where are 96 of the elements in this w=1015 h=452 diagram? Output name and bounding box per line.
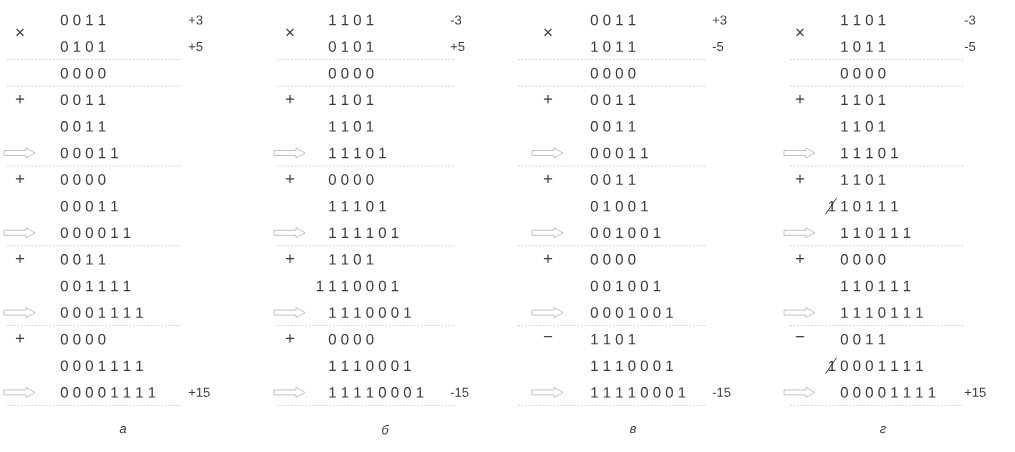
binary-number: 0 0 0 0 1 1	[60, 227, 131, 239]
binary-number: 0 0 1 1	[590, 94, 636, 106]
operation-sign: +	[15, 334, 25, 343]
operation-sign: +	[15, 94, 25, 104]
binary-number: 1 1 1 0 1	[841, 147, 898, 159]
operation-sign: +	[795, 174, 805, 183]
binary-number: 0 0 1 0 0 1	[590, 280, 661, 292]
binary-number: 0 0 1 1	[60, 94, 106, 106]
binary-number: 0 0 1 1	[590, 121, 636, 132]
binary-number: 1 1 0 1	[841, 94, 886, 106]
operation-sign: +	[15, 174, 25, 183]
binary-number: 0 0 0 0	[840, 254, 886, 265]
decimal-value: +5	[450, 42, 465, 52]
decimal-value: +15	[964, 387, 986, 397]
binary-number: 1 1 1 0 1	[329, 147, 386, 159]
binary-number: 1 0 1 1	[841, 41, 886, 52]
binary-number: 1 1 0 1	[329, 121, 374, 132]
decimal-value: +5	[188, 42, 203, 52]
operation-sign: +	[285, 334, 295, 343]
binary-number: 0 0 0 0	[840, 67, 886, 79]
binary-number: 1 1 0 1	[841, 174, 886, 185]
decimal-value: -5	[712, 42, 724, 52]
decimal-value: +3	[712, 15, 727, 25]
binary-number: 0 0 0 0 1 1 1 1	[840, 387, 936, 398]
binary-number: 0 0 0 0	[590, 254, 636, 265]
binary-number: 0 0 0 1 1	[60, 147, 118, 159]
binary-number: 0 1 0 1	[60, 41, 106, 52]
binary-number: 1 0 1 1	[591, 41, 636, 52]
decimal-value: -15	[712, 387, 731, 397]
binary-number: 0 0 0 0	[60, 333, 106, 345]
binary-number: 0 1 0 1	[328, 41, 374, 52]
operation-sign: +	[285, 254, 295, 263]
operation-sign: −	[795, 336, 805, 338]
operation-sign: +	[285, 174, 295, 183]
binary-number: 1 1 0 1	[329, 254, 374, 265]
binary-number: 1 1 0 1	[329, 14, 374, 26]
binary-number: 1 1 0 1	[841, 121, 886, 132]
binary-number: 0 0 0 0	[328, 333, 374, 345]
operation-sign: +	[795, 94, 805, 104]
binary-number: 0 0 0 1 1 1 1	[60, 360, 143, 372]
binary-number: 0 0 1 1	[840, 333, 886, 345]
binary-number: 0 0 0 0	[60, 67, 106, 79]
operation-sign: −	[543, 336, 553, 338]
binary-number: 0 0 0 1 1 1 1	[840, 360, 923, 372]
operation-sign: +	[15, 254, 25, 263]
binary-number: 0 0 0 0	[328, 67, 374, 79]
binary-number: 0 1 0 0 1	[590, 200, 648, 212]
decimal-value: -5	[964, 42, 976, 52]
binary-number: 0 0 0 0	[590, 67, 636, 79]
binary-number: 0 0 1 1	[60, 14, 106, 26]
operation-sign: +	[543, 254, 553, 263]
binary-number: 0 0 0 1 1	[60, 200, 118, 212]
operation-sign: +	[795, 254, 805, 263]
binary-number: 1 1 0 1	[591, 333, 636, 345]
binary-number: 0 0 0 1 1 1 1	[60, 307, 143, 318]
binary-number: 0 0 1 1	[60, 254, 106, 265]
binary-number: 1 1 1 0 0 0 1	[329, 360, 411, 372]
binary-number: 0 0 1 1	[590, 14, 636, 26]
binary-number: 0 0 1 0 0 1	[590, 227, 661, 239]
binary-number: 1 1 1 1 0 0 0 1	[591, 387, 686, 398]
panel-letter: а	[119, 426, 127, 434]
operation-sign: +	[285, 94, 295, 104]
binary-number: 0 0 1 1	[590, 174, 636, 185]
binary-number: 1 1 1 0 1	[329, 200, 386, 212]
decimal-value: -15	[450, 387, 469, 397]
binary-number: 1 1 1 0 1 1 1	[841, 307, 923, 318]
binary-number: 1 0 1 1 1	[841, 200, 898, 212]
panel-letter: в	[629, 426, 636, 434]
binary-number: 0 0 0 0	[60, 174, 106, 185]
binary-number: 1 1 1 1 0 1	[329, 227, 399, 239]
binary-number: 1 1 1 0 0 0 1	[591, 360, 673, 372]
binary-number: 1 1 1 1 0 0 0 1	[329, 387, 424, 398]
binary-number: 1 1 0 1	[841, 14, 886, 26]
decimal-value: +3	[188, 15, 203, 25]
operation-sign: ×	[796, 28, 804, 37]
binary-number: 0 0 1 1	[60, 121, 106, 132]
operation-sign: +	[543, 174, 553, 183]
operation-sign: ×	[544, 28, 552, 37]
binary-number: 1 1 0 1	[329, 94, 374, 106]
decimal-value: +15	[188, 387, 210, 397]
binary-number: 0 0 0 1 1	[590, 147, 648, 159]
binary-number: 0 0 1 1 1 1	[60, 280, 131, 292]
binary-number: 1 1 1 0 0 0 1	[329, 307, 411, 318]
binary-number: 1 1 0 1 1 1	[841, 227, 911, 239]
binary-number: 0 0 0 0 1 1 1 1	[60, 387, 156, 398]
operation-sign: ×	[16, 28, 24, 37]
panel-letter: б	[382, 424, 390, 435]
binary-number: 1 1 1 0 0 0 1	[316, 280, 399, 292]
operation-sign: ×	[286, 28, 294, 37]
panel-letter: г	[880, 426, 886, 434]
decimal-value: -3	[450, 15, 462, 25]
binary-number: 0 0 0 1 0 0 1	[590, 307, 673, 318]
decimal-value: -3	[964, 15, 976, 25]
binary-number: 1 1 0 1 1 1	[841, 280, 911, 292]
binary-number: 0 0 0 0	[328, 174, 374, 185]
operation-sign: +	[543, 94, 553, 104]
